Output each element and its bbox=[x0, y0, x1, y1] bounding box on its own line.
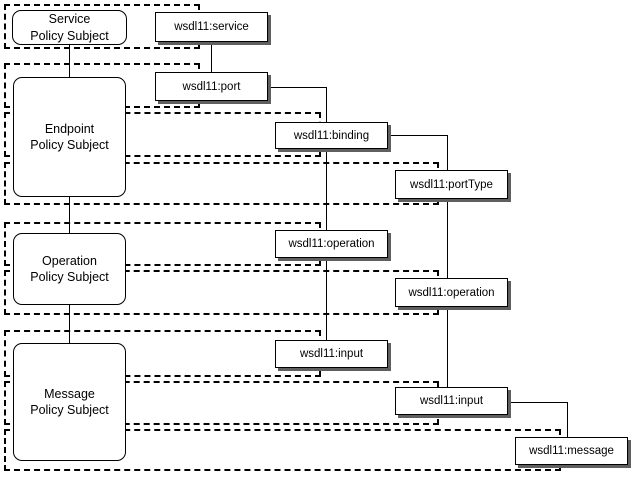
wsdl11-porttype-operation-label: wsdl11:operation bbox=[408, 286, 495, 299]
wsdl11-binding-box: wsdl11:binding bbox=[275, 122, 388, 149]
message-policy-subject-line1: Message bbox=[44, 386, 95, 401]
wsdl11-service-box: wsdl11:service bbox=[155, 12, 268, 42]
wsdl11-binding-input-label: wsdl11:input bbox=[299, 348, 364, 360]
wsdl11-binding-operation-label: wsdl11:operation bbox=[288, 238, 375, 250]
service-policy-subject-box: Service Policy Subject bbox=[12, 10, 127, 45]
wsdl11-port-box: wsdl11:port bbox=[155, 72, 268, 101]
connector-endpoint-to-operation-label bbox=[69, 197, 70, 233]
wsdl11-port-label: wsdl11:port bbox=[182, 80, 241, 93]
operation-policy-subject-line1: Operation bbox=[42, 253, 97, 268]
connector-binding-to-porttype-horizontal bbox=[388, 135, 448, 136]
wsdl11-binding-operation-box: wsdl11:operation bbox=[275, 230, 388, 258]
wsdl11-binding-input-box: wsdl11:input bbox=[275, 340, 388, 368]
message-policy-subject-box: Message Policy Subject bbox=[13, 343, 126, 461]
wsdl11-porttype-input-box: wsdl11:input bbox=[395, 387, 508, 415]
connector-service-to-port bbox=[211, 42, 212, 72]
connector-binding-operation-input-vertical bbox=[326, 87, 327, 340]
wsdl11-message-box: wsdl11:message bbox=[515, 437, 628, 465]
wsdl11-binding-label: wsdl11:binding bbox=[293, 129, 370, 142]
operation-policy-subject-box: Operation Policy Subject bbox=[13, 233, 126, 305]
connector-input-to-message-horizontal bbox=[508, 402, 567, 403]
wsdl11-porttype-label: wsdl11:portType bbox=[410, 178, 493, 191]
message-policy-subject-line2: Policy Subject bbox=[30, 403, 109, 417]
endpoint-policy-subject-line2: Policy Subject bbox=[30, 138, 109, 152]
connector-porttype-operation-input-vertical bbox=[447, 135, 448, 387]
endpoint-policy-subject-box: Endpoint Policy Subject bbox=[13, 77, 126, 197]
wsdl11-porttype-box: wsdl11:portType bbox=[395, 170, 508, 199]
wsdl11-porttype-input-label: wsdl11:input bbox=[419, 395, 484, 407]
connector-port-to-binding-horizontal bbox=[267, 87, 326, 88]
service-policy-subject-line2: Policy Subject bbox=[30, 28, 109, 43]
connector-service-to-endpoint-label bbox=[69, 45, 70, 77]
connector-input-to-message-vertical bbox=[567, 402, 568, 437]
endpoint-policy-subject-line1: Endpoint bbox=[44, 121, 95, 136]
operation-policy-subject-line2: Policy Subject bbox=[30, 270, 109, 284]
wsdl11-message-label: wsdl11:message bbox=[529, 445, 614, 457]
service-policy-subject-line1: Service bbox=[48, 12, 91, 27]
wsdl11-service-label: wsdl11:service bbox=[174, 21, 249, 33]
connector-operation-to-message-label bbox=[69, 305, 70, 343]
wsdl11-porttype-operation-box: wsdl11:operation bbox=[395, 278, 508, 307]
